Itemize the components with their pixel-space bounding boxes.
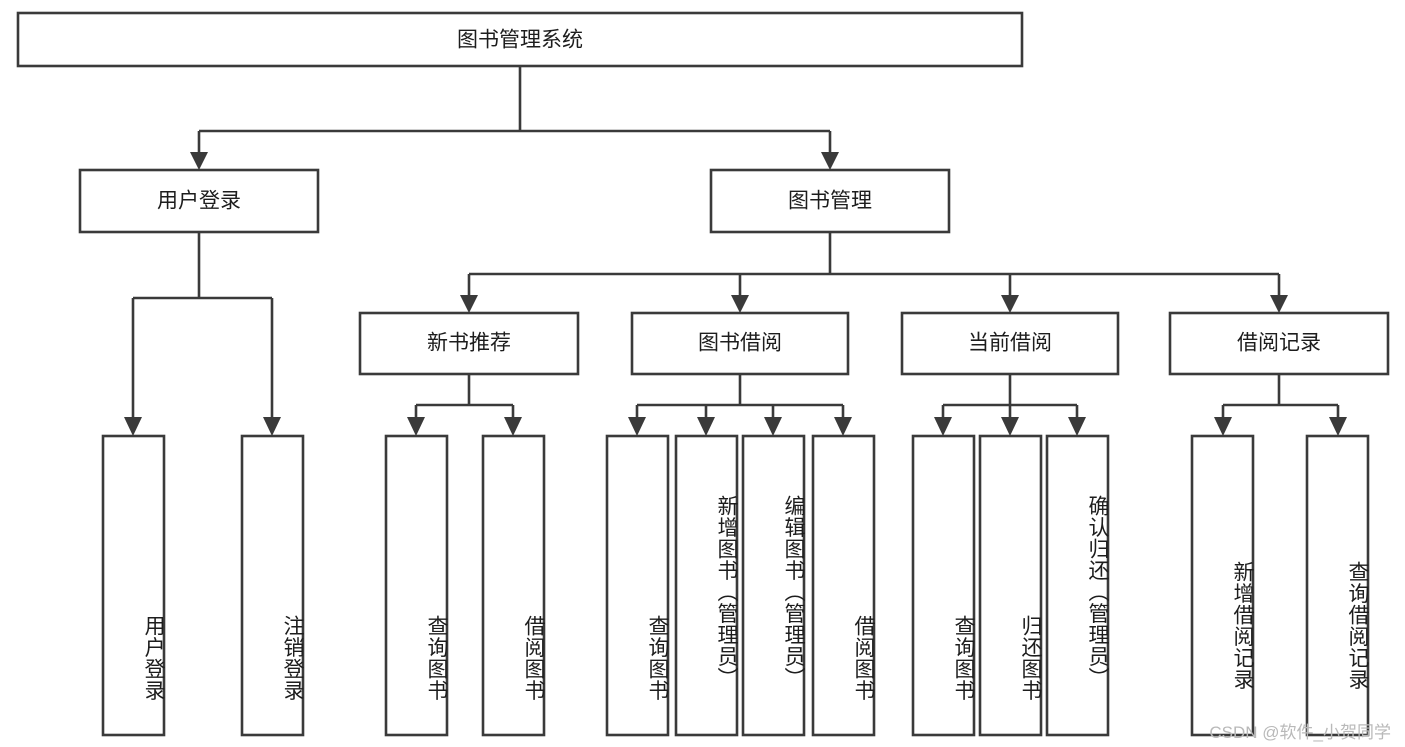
- arrow-head-bb-leaf2: [697, 417, 715, 436]
- node-user-login-label: 用户登录: [157, 190, 241, 213]
- leaf-box-book-borrow-3[interactable]: [741, 434, 806, 737]
- node-root-label: 图书管理系统: [457, 29, 583, 52]
- leaf-box-user-login-1[interactable]: [101, 434, 166, 737]
- node-current-borrow-box[interactable]: [900, 311, 1120, 376]
- node-root-box[interactable]: [16, 11, 1024, 68]
- arrow-head-bb-leaf1: [628, 417, 646, 436]
- connector-group-current-borrow-to-leaves: [934, 374, 1086, 436]
- leaf-box-user-login-2[interactable]: [240, 434, 305, 737]
- leaf-group-borrow-record: [1190, 434, 1370, 737]
- arrow-head-book-borrow: [731, 295, 749, 313]
- node-user-login-box[interactable]: [78, 168, 320, 234]
- node-borrow-record-label: 借阅记录: [1237, 332, 1321, 355]
- leaf-box-book-borrow-4[interactable]: [811, 434, 876, 737]
- leaf-box-new-book-1[interactable]: [384, 434, 449, 737]
- node-book-borrow[interactable]: 图书借阅: [630, 311, 850, 376]
- leaf-box-borrow-record-2[interactable]: [1305, 434, 1370, 737]
- node-book-manage-box[interactable]: [709, 168, 951, 234]
- node-root[interactable]: 图书管理系统: [16, 11, 1024, 68]
- node-book-manage-label: 图书管理: [788, 190, 872, 213]
- arrow-head-cb-leaf2: [1001, 417, 1019, 436]
- leaf-box-current-borrow-3[interactable]: [1045, 434, 1110, 737]
- connector-group-new-book-to-leaves: [407, 374, 522, 436]
- arrow-head-nb-leaf1: [407, 417, 425, 436]
- leaf-box-borrow-record-1[interactable]: [1190, 434, 1255, 737]
- node-current-borrow-label: 当前借阅: [968, 332, 1052, 355]
- node-current-borrow[interactable]: 当前借阅: [900, 311, 1120, 376]
- leaf-group-new-book-recommend: [384, 434, 546, 737]
- arrow-head-bb-leaf3: [764, 417, 782, 436]
- connector-group-book-borrow-to-leaves: [628, 374, 852, 436]
- arrow-head-cb-leaf3: [1068, 417, 1086, 436]
- arrow-head-br-leaf1: [1214, 417, 1232, 436]
- leaf-box-new-book-2[interactable]: [481, 434, 546, 737]
- arrow-head-nb-leaf2: [504, 417, 522, 436]
- arrow-head-borrow-record: [1270, 295, 1288, 313]
- leaf-group-current-borrow: [911, 434, 1110, 737]
- connector-group-root-to-level2: [190, 66, 839, 170]
- connector-group-book-manage-to-level3: [460, 232, 1288, 313]
- arrow-head-bb-leaf4: [834, 417, 852, 436]
- node-new-book-recommend[interactable]: 新书推荐: [358, 311, 580, 376]
- node-new-book-recommend-box[interactable]: [358, 311, 580, 376]
- leaf-group-book-borrow: [605, 434, 876, 737]
- connector-group-borrow-record-to-leaves: [1214, 374, 1347, 436]
- node-new-book-recommend-label: 新书推荐: [427, 332, 511, 355]
- leaf-box-book-borrow-2[interactable]: [674, 434, 739, 737]
- arrow-head-leaf-logout: [263, 417, 281, 436]
- arrow-head-br-leaf2: [1329, 417, 1347, 436]
- connector-group-user-login-to-leaves: [124, 232, 281, 436]
- arrow-head-leaf-user-login: [124, 417, 142, 436]
- leaf-box-current-borrow-2[interactable]: [978, 434, 1043, 737]
- node-book-manage[interactable]: 图书管理: [709, 168, 951, 234]
- node-user-login[interactable]: 用户登录: [78, 168, 320, 234]
- leaf-box-book-borrow-1[interactable]: [605, 434, 670, 737]
- node-borrow-record[interactable]: 借阅记录: [1168, 311, 1390, 376]
- arrow-head-new-book: [460, 295, 478, 313]
- arrow-head-current-borrow: [1001, 295, 1019, 313]
- arrow-head-book-manage: [821, 152, 839, 170]
- arrow-head-cb-leaf1: [934, 417, 952, 436]
- node-borrow-record-box[interactable]: [1168, 311, 1390, 376]
- node-book-borrow-label: 图书借阅: [698, 332, 782, 355]
- leaf-box-current-borrow-1[interactable]: [911, 434, 976, 737]
- leaf-group-user-login: [101, 434, 305, 737]
- arrow-head-user-login: [190, 152, 208, 170]
- node-book-borrow-box[interactable]: [630, 311, 850, 376]
